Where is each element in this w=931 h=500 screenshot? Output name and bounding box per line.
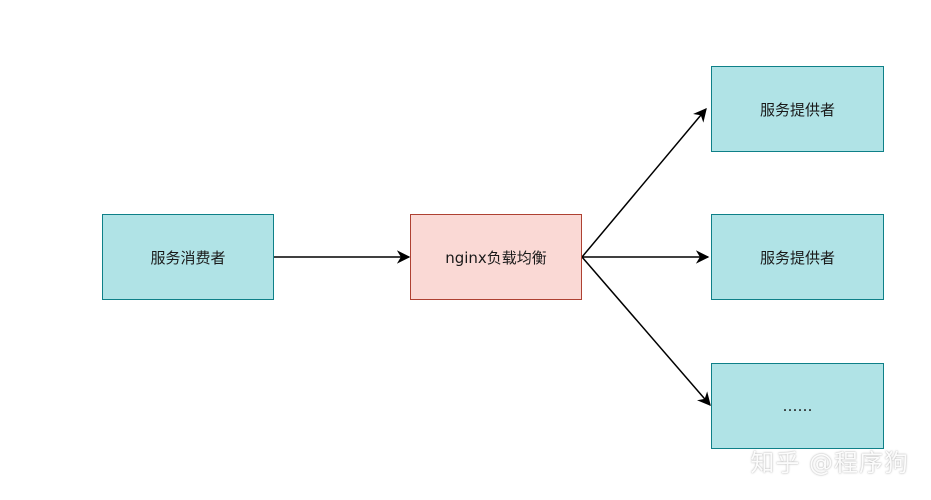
consumer-node: 服务消费者 [102,214,274,300]
provider-label-2: 服务提供者 [759,248,835,267]
nginx-load-balancer-node: nginx负载均衡 [410,214,582,300]
provider-node-2: 服务提供者 [711,214,884,300]
provider-node-more: …… [711,363,884,449]
edge-nginx-to-provider-1 [581,107,707,258]
provider-node-1: 服务提供者 [711,66,884,152]
edge-nginx-to-provider-3 [581,256,711,407]
consumer-label: 服务消费者 [150,248,226,267]
nginx-label: nginx负载均衡 [445,248,547,267]
provider-label-more: …… [782,397,813,415]
provider-label-1: 服务提供者 [759,100,835,119]
zhihu-watermark: 知乎 @程序狗 [750,449,909,477]
